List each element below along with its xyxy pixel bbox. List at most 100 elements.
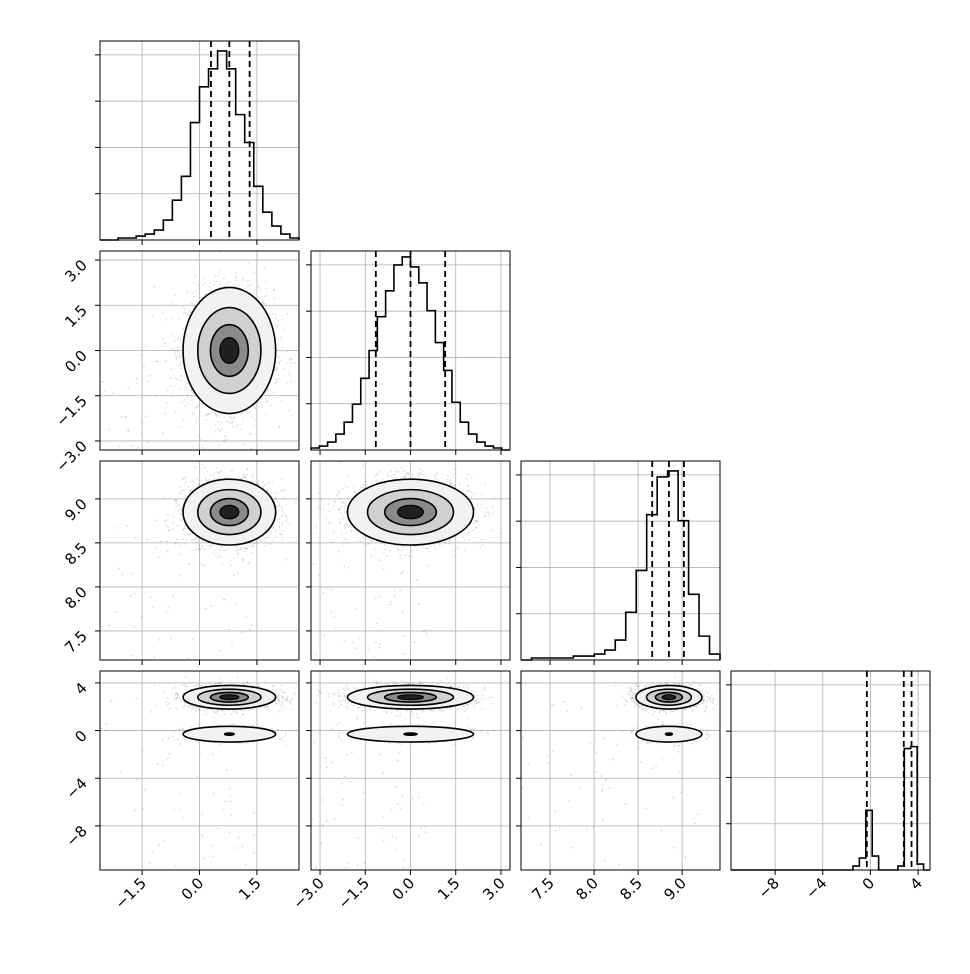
scatter-point xyxy=(174,499,176,501)
scatter-outlier xyxy=(226,438,228,440)
scatter-point xyxy=(280,490,282,492)
scatter-outlier xyxy=(141,433,143,435)
scatter-point xyxy=(263,545,265,547)
scatter-point xyxy=(182,529,184,531)
scatter-point xyxy=(171,302,173,304)
scatter-point xyxy=(244,551,246,553)
scatter-outlier xyxy=(156,360,158,362)
scatter-point xyxy=(152,315,154,317)
scatter-point xyxy=(217,421,219,423)
scatter-point xyxy=(284,328,286,330)
scatter-point xyxy=(209,286,211,288)
scatter-point xyxy=(177,347,179,349)
scatter-point xyxy=(363,484,365,486)
scatter-point xyxy=(231,419,233,421)
scatter-outlier xyxy=(219,650,221,652)
scatter-panel-1-0 xyxy=(100,242,303,472)
scatter-point xyxy=(223,415,225,417)
scatter-point xyxy=(198,545,200,547)
scatter-point xyxy=(401,467,403,469)
scatter-point xyxy=(259,289,261,291)
scatter-point xyxy=(198,287,200,289)
scatter-point xyxy=(230,417,232,419)
scatter-point xyxy=(277,324,279,326)
scatter-point xyxy=(182,477,184,479)
scatter-point xyxy=(154,286,156,288)
scatter-point xyxy=(221,414,223,416)
scatter-point xyxy=(244,287,246,289)
scatter-point xyxy=(333,505,335,507)
scatter-point xyxy=(282,490,284,492)
scatter-point xyxy=(275,314,277,316)
scatter-point xyxy=(278,355,280,357)
scatter-outlier xyxy=(243,443,245,445)
scatter-point xyxy=(282,530,284,532)
scatter-point xyxy=(186,394,188,396)
scatter-point xyxy=(209,545,211,547)
scatter-point xyxy=(217,472,219,474)
scatter-point xyxy=(268,537,270,539)
scatter-point xyxy=(275,317,277,319)
scatter-point xyxy=(199,548,201,550)
scatter-point xyxy=(301,380,303,382)
scatter-point xyxy=(189,310,191,312)
scatter-point xyxy=(196,466,198,468)
scatter-point xyxy=(246,474,248,476)
scatter-point xyxy=(320,499,322,501)
contour-2-0-0-3 xyxy=(220,505,239,518)
scatter-point xyxy=(244,548,246,550)
scatter-point xyxy=(184,489,186,491)
scatter-point xyxy=(184,527,186,529)
scatter-outlier xyxy=(119,446,121,448)
scatter-point xyxy=(283,368,285,370)
scatter-point xyxy=(191,302,193,304)
scatter-point xyxy=(238,476,240,478)
scatter-point xyxy=(286,518,288,520)
scatter-outlier xyxy=(132,655,134,657)
scatter-outlier xyxy=(202,447,204,449)
scatter-point xyxy=(279,533,281,535)
scatter-point xyxy=(172,348,174,350)
scatter-point xyxy=(257,483,259,485)
scatter-point xyxy=(164,343,166,345)
scatter-point xyxy=(438,543,440,545)
scatter-point xyxy=(252,546,254,548)
scatter-outlier xyxy=(159,556,161,558)
scatter-point xyxy=(191,399,193,401)
scatter-point xyxy=(181,368,183,370)
scatter-outlier xyxy=(223,598,225,600)
scatter-point xyxy=(252,552,254,554)
scatter-point xyxy=(170,385,172,387)
scatter-point xyxy=(195,290,197,292)
scatter-point xyxy=(277,505,279,507)
scatter-point xyxy=(282,510,284,512)
scatter-outlier xyxy=(125,416,127,418)
scatter-point xyxy=(175,499,177,501)
scatter-point xyxy=(199,411,201,413)
scatter-point xyxy=(198,434,200,436)
scatter-outlier xyxy=(149,375,151,377)
scatter-point xyxy=(162,311,164,313)
scatter-point xyxy=(465,478,467,480)
scatter-point xyxy=(262,300,264,302)
scatter-point xyxy=(224,439,226,441)
scatter-point xyxy=(278,344,280,346)
scatter-point xyxy=(235,426,237,428)
scatter-point xyxy=(278,522,280,524)
scatter-point xyxy=(283,498,285,500)
histogram-step-3 xyxy=(731,747,930,870)
scatter-point xyxy=(220,429,222,431)
scatter-point xyxy=(167,530,169,532)
panel-content-1-0 xyxy=(100,242,303,472)
scatter-point xyxy=(184,399,186,401)
scatter-point xyxy=(278,525,280,527)
scatter-point xyxy=(484,484,486,486)
scatter-point xyxy=(204,415,206,417)
scatter-point xyxy=(272,539,274,541)
scatter-point xyxy=(246,280,248,282)
scatter-outlier xyxy=(188,563,190,565)
scatter-point xyxy=(172,528,174,530)
scatter-outlier xyxy=(241,631,243,633)
scatter-point xyxy=(206,419,208,421)
